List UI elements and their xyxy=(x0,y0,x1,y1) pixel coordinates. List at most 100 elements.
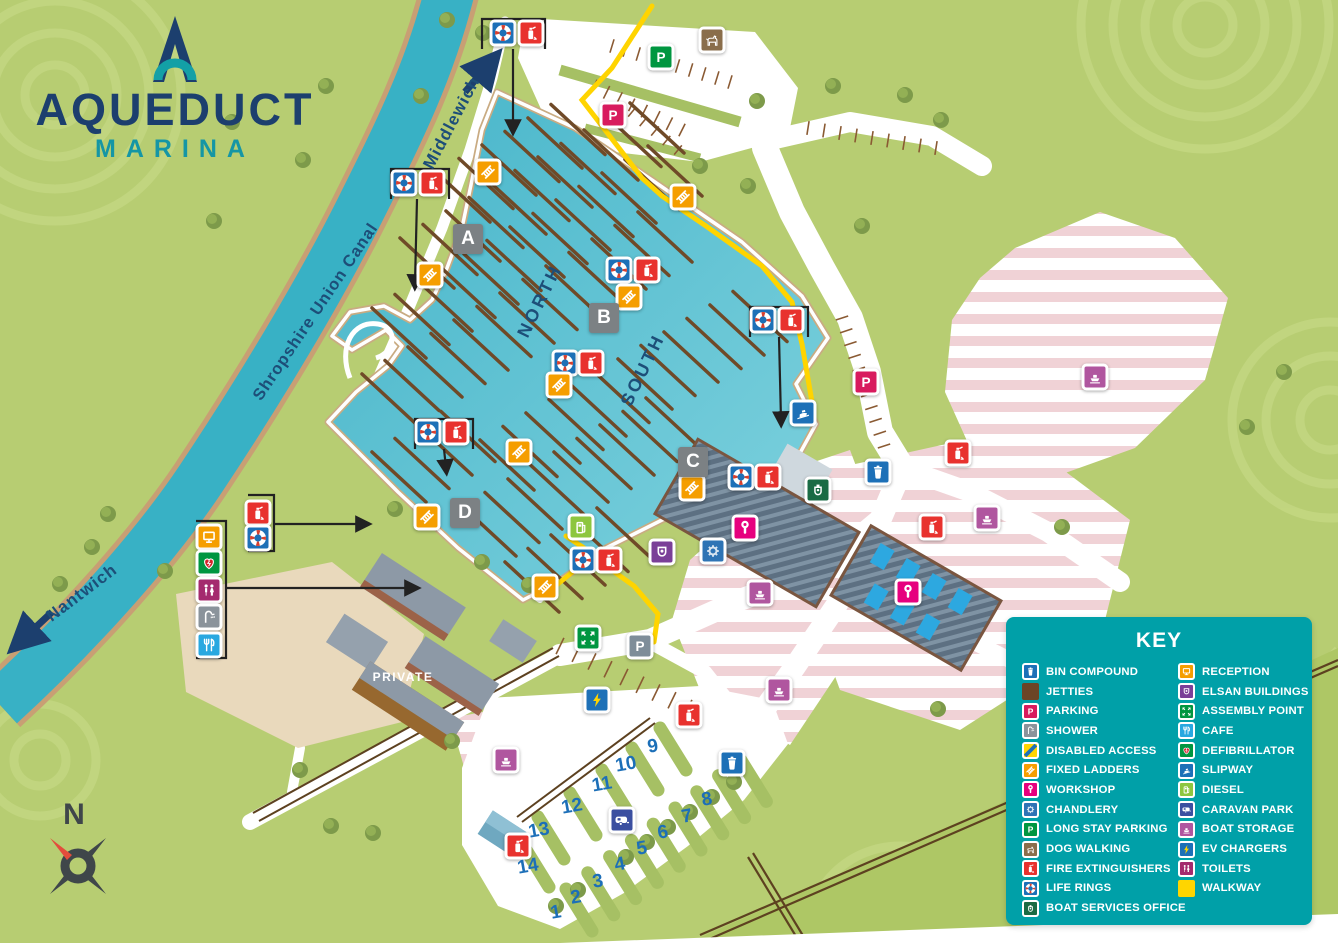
fixed-ladder-icon xyxy=(545,371,573,399)
legend-label: LIFE RINGS xyxy=(1046,882,1112,895)
defibrillator-icon xyxy=(1178,742,1195,760)
legend-label: LONG STAY PARKING xyxy=(1046,823,1168,836)
toilets-icon xyxy=(1178,860,1195,878)
legend-item-walkway: WALKWAY xyxy=(1178,879,1302,899)
legend-item-elsan-building: ELSAN BUILDINGS xyxy=(1178,682,1308,702)
legend-item-reception: RECEPTION xyxy=(1178,662,1302,682)
life-ring-icon xyxy=(244,524,272,552)
logo-a-icon xyxy=(153,16,197,82)
legend-label: ASSEMBLY POINT xyxy=(1202,705,1304,718)
compass-north-label: N xyxy=(63,798,85,831)
legend-item-shower: SHOWER xyxy=(1022,721,1178,741)
shower-icon xyxy=(195,603,223,631)
legend-item-caravan-park: CARAVAN PARK xyxy=(1178,800,1302,820)
long-stay-parking-icon: P xyxy=(1022,820,1039,838)
cafe-icon xyxy=(195,631,223,659)
fire-extinguisher-icon xyxy=(675,701,703,729)
workshop-icon xyxy=(731,514,759,542)
elsan-building-icon xyxy=(648,538,676,566)
legend-label: SHOWER xyxy=(1046,724,1099,737)
assembly-point-icon xyxy=(574,624,602,652)
workshop-icon xyxy=(1022,781,1039,799)
jetty-marker-c: C xyxy=(678,447,708,477)
legend-label: EV CHARGERS xyxy=(1202,843,1288,856)
legend-item-boat-services-office: BOAT SERVICES OFFICE xyxy=(1022,898,1186,918)
svg-text:P: P xyxy=(1028,706,1034,716)
fixed-ladder-icon xyxy=(1022,761,1039,779)
legend-item-slipway: SLIPWAY xyxy=(1178,760,1302,780)
pitch-number-14: 14 xyxy=(515,854,541,879)
key-title: KEY xyxy=(1135,629,1183,652)
fixed-ladder-icon xyxy=(474,158,502,186)
chandlery-icon xyxy=(699,537,727,565)
legend-item-life-ring: LIFE RINGS xyxy=(1022,879,1178,899)
legend-label: DISABLED ACCESS xyxy=(1046,744,1157,757)
legend-label: BOAT SERVICES OFFICE xyxy=(1046,902,1186,915)
legend-label: DIESEL xyxy=(1202,783,1245,796)
pitch-number-11: 11 xyxy=(590,772,614,797)
long-stay-parking-icon: P xyxy=(647,43,675,71)
legend-item-chandlery: CHANDLERY xyxy=(1022,800,1178,820)
key-column-right: RECEPTION ELSAN BUILDINGS ASSEMBLY POINT CA… xyxy=(1178,662,1308,918)
dog-walking-icon xyxy=(1022,840,1039,858)
chandlery-icon xyxy=(1022,801,1039,819)
fixed-ladder-icon xyxy=(669,183,697,211)
legend-label: BOAT STORAGE xyxy=(1202,823,1295,836)
parking-icon: P xyxy=(626,632,654,660)
legend-label: CARAVAN PARK xyxy=(1202,803,1294,816)
dog-walking-icon xyxy=(698,26,726,54)
aqueduct-marina-logo: AQUEDUCT MARINA xyxy=(16,14,334,164)
fixed-ladder-icon xyxy=(413,503,441,531)
svg-text:P: P xyxy=(608,108,617,123)
legend-label: DEFIBRILLATOR xyxy=(1202,744,1295,757)
bin-compound-icon xyxy=(718,749,746,777)
walkway-icon xyxy=(1178,879,1195,897)
caravan-park-icon xyxy=(1178,801,1195,819)
compass-rose: N xyxy=(26,794,130,915)
fixed-ladder-icon xyxy=(615,283,643,311)
fire-extinguisher-icon xyxy=(754,463,782,491)
compass-needle-red xyxy=(50,838,72,860)
legend-label: WORKSHOP xyxy=(1046,783,1116,796)
slipway-icon xyxy=(789,399,817,427)
fire-extinguisher-icon xyxy=(517,19,545,47)
life-ring-icon xyxy=(727,463,755,491)
boat-storage-icon xyxy=(746,579,774,607)
legend-item-dog-walking: DOG WALKING xyxy=(1022,839,1178,859)
private-yard-label: PRIVATE xyxy=(523,697,577,709)
parking-icon: P xyxy=(599,101,627,129)
parking-icon: P xyxy=(1022,702,1039,720)
life-ring-icon xyxy=(1022,879,1039,897)
life-ring-icon xyxy=(569,546,597,574)
legend-item-parking: P PARKING xyxy=(1022,701,1178,721)
ev-charger-icon xyxy=(583,686,611,714)
fire-extinguisher-icon xyxy=(944,439,972,467)
bin-compound-icon xyxy=(864,458,892,486)
jetties-icon xyxy=(1022,683,1039,701)
life-ring-icon xyxy=(414,418,442,446)
legend-label: JETTIES xyxy=(1046,685,1094,698)
fire-extinguisher-icon xyxy=(244,499,272,527)
life-ring-icon xyxy=(749,306,777,334)
fixed-ladder-icon xyxy=(531,573,559,601)
fire-extinguisher-icon xyxy=(918,513,946,541)
legend-item-assembly-point: ASSEMBLY POINT xyxy=(1178,701,1304,721)
pitch-number-12: 12 xyxy=(559,794,585,819)
boat-services-office-icon xyxy=(804,476,832,504)
logo-subtitle: MARINA xyxy=(95,135,255,164)
diesel-icon xyxy=(567,513,595,541)
life-ring-icon xyxy=(390,169,418,197)
reception-icon xyxy=(195,523,223,551)
legend-label: PARKING xyxy=(1046,705,1099,718)
pitch-number-13: 13 xyxy=(526,818,552,843)
fire-extinguisher-icon xyxy=(504,832,532,860)
legend-label: ELSAN BUILDINGS xyxy=(1202,685,1309,698)
bin-compound-icon xyxy=(1022,663,1039,681)
svg-text:P: P xyxy=(656,50,665,65)
shower-icon xyxy=(1022,722,1039,740)
jetty-marker-d: D xyxy=(450,498,480,528)
legend-item-disabled-access: DISABLED ACCESS xyxy=(1022,741,1178,761)
jetty-marker-a: A xyxy=(453,224,483,254)
logo-title: AQUEDUCT xyxy=(35,84,315,135)
